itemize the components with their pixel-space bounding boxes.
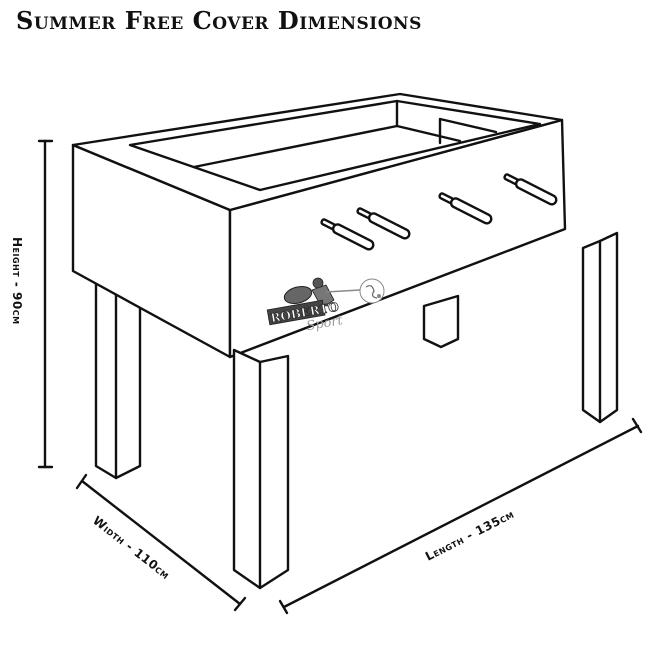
width-tick-end: [233, 596, 247, 612]
rod-1: [320, 218, 375, 251]
rod-4: [503, 173, 558, 206]
page-title: Summer Free Cover Dimensions: [16, 6, 422, 35]
height-dimension: Height - 90cm: [10, 139, 54, 469]
leg-front-left: [232, 348, 290, 590]
rods: [320, 173, 558, 251]
width-tick-start: [75, 473, 88, 490]
table-playfield-opening: [128, 99, 542, 192]
leg-middle-stub: [422, 294, 460, 349]
leg-back-left: [94, 276, 142, 480]
length-tick-start: [278, 599, 289, 615]
logo-sub: Sport: [305, 313, 344, 334]
rod-2: [356, 207, 411, 240]
length-line: [282, 424, 640, 609]
leg-back-right: [581, 231, 619, 424]
width-line: [80, 479, 242, 606]
width-label: Width - 110cm: [90, 513, 172, 582]
length-label: Length - 135cm: [423, 507, 516, 564]
length-tick-end: [631, 417, 643, 434]
length-dimension: Length - 135cm: [278, 417, 643, 615]
width-dimension: Width - 110cm: [75, 473, 247, 612]
goal-box: [438, 117, 498, 145]
height-label: Height - 90cm: [10, 237, 24, 325]
rod-3: [438, 192, 493, 225]
